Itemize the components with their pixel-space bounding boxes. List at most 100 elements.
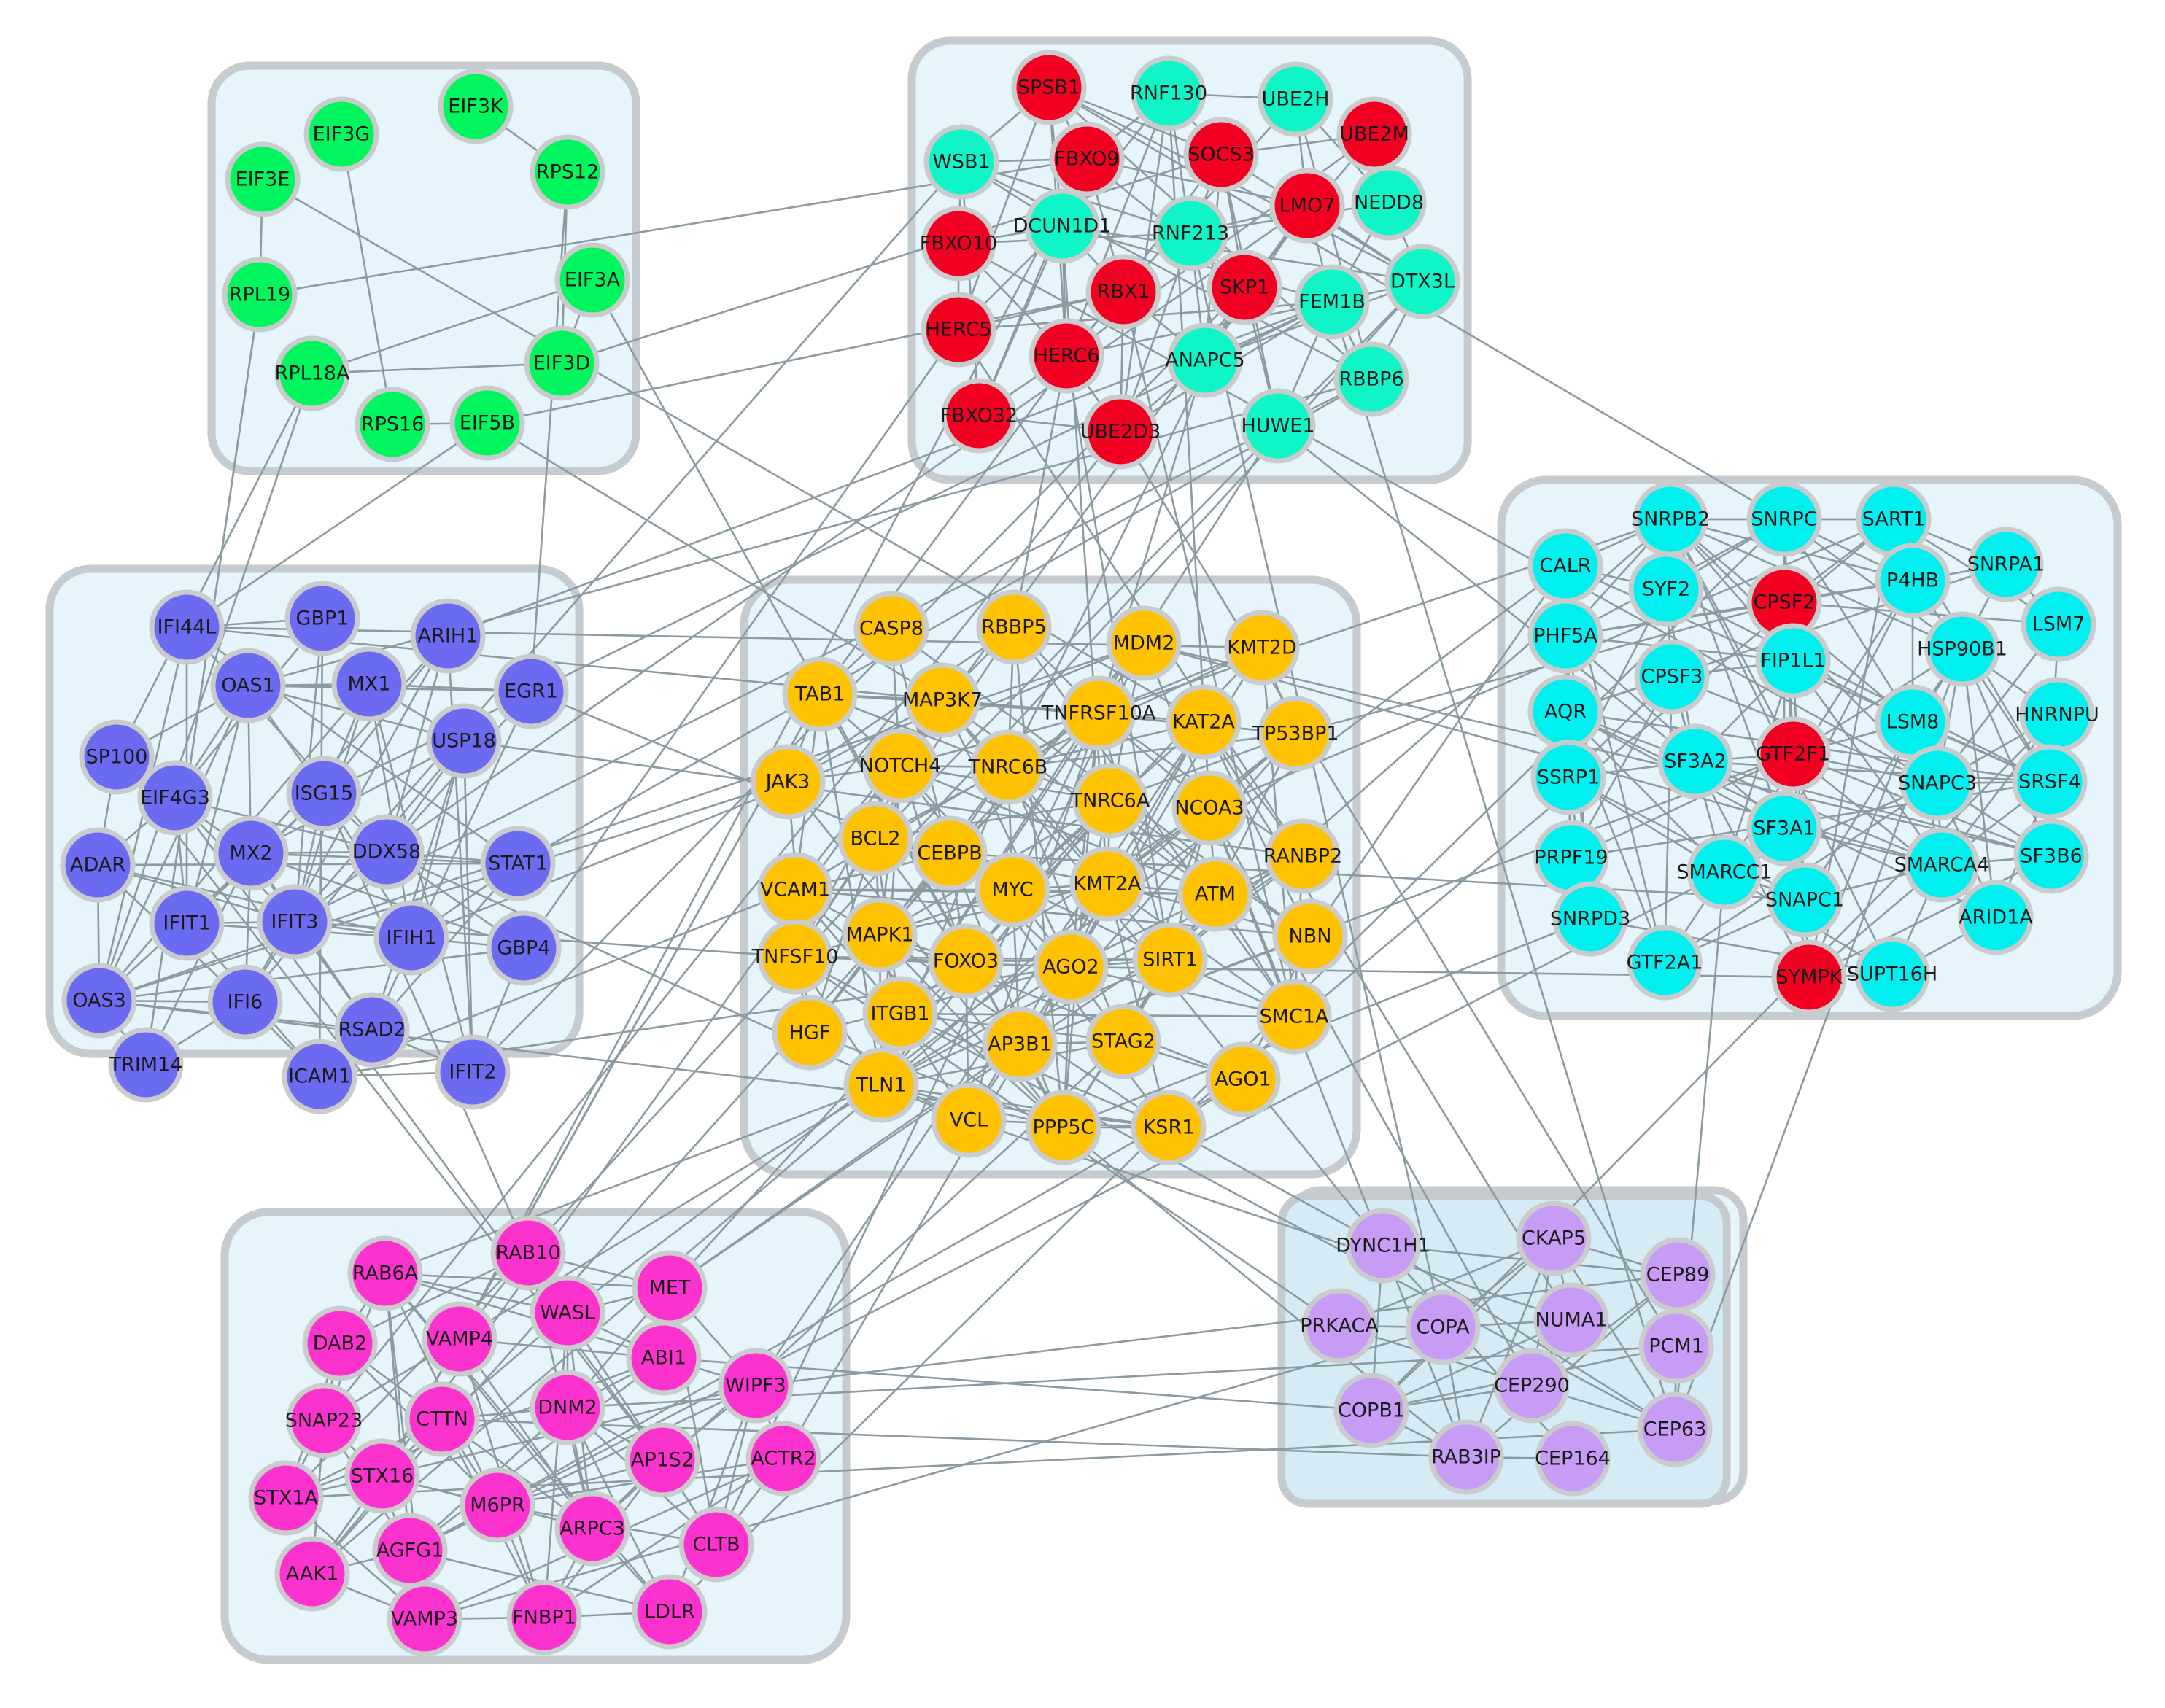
node-circle[interactable] xyxy=(970,729,1046,805)
node-smarca4[interactable]: SMARCA4 xyxy=(1894,827,1990,903)
node-isg15[interactable]: ISG15 xyxy=(286,756,362,831)
node-fem1b[interactable]: FEM1B xyxy=(1294,264,1370,340)
node-icam1[interactable]: ICAM1 xyxy=(282,1039,357,1114)
node-circle[interactable] xyxy=(1494,1348,1570,1424)
node-circle[interactable] xyxy=(1207,249,1282,325)
node-rbbp5[interactable]: RBBP5 xyxy=(976,589,1052,665)
node-itgb1[interactable]: ITGB1 xyxy=(862,976,938,1052)
node-rbbp6[interactable]: RBBP6 xyxy=(1333,341,1409,417)
node-circle[interactable] xyxy=(1106,605,1182,681)
node-circle[interactable] xyxy=(1011,50,1087,125)
node-circle[interactable] xyxy=(750,744,826,820)
node-circle[interactable] xyxy=(1166,684,1242,760)
node-circle[interactable] xyxy=(486,910,562,986)
node-dab2[interactable]: DAB2 xyxy=(302,1305,378,1381)
node-mx1[interactable]: MX1 xyxy=(331,646,407,722)
node-circle[interactable] xyxy=(1405,1289,1481,1365)
node-circle[interactable] xyxy=(449,385,525,461)
node-circle[interactable] xyxy=(678,1507,754,1583)
node-cep63[interactable]: CEP63 xyxy=(1637,1391,1713,1467)
node-gtf2f1[interactable]: GTF2F1 xyxy=(1755,716,1831,792)
node-circle[interactable] xyxy=(426,703,502,779)
node-circle[interactable] xyxy=(1345,1208,1421,1284)
node-copb1[interactable]: COPB1 xyxy=(1333,1373,1409,1448)
node-notch4[interactable]: NOTCH4 xyxy=(859,728,942,804)
node-circle[interactable] xyxy=(149,589,225,665)
node-fip1l1[interactable]: FIP1L1 xyxy=(1755,623,1831,699)
node-numa1[interactable]: NUMA1 xyxy=(1533,1282,1609,1358)
node-ksr1[interactable]: KSR1 xyxy=(1131,1090,1207,1165)
node-atm[interactable]: ATM xyxy=(1177,856,1253,932)
node-stx1a[interactable]: STX1A xyxy=(248,1460,324,1536)
node-skp1[interactable]: SKP1 xyxy=(1207,249,1282,325)
node-huwe1[interactable]: HUWE1 xyxy=(1240,388,1316,464)
node-circle[interactable] xyxy=(862,728,938,804)
node-snrpa1[interactable]: SNRPA1 xyxy=(1967,527,2045,602)
node-tnfrsf10a[interactable]: TNFRSF10A xyxy=(1041,675,1156,751)
node-ifi44l[interactable]: IFI44L xyxy=(149,589,225,665)
node-rpl18a[interactable]: RPL18A xyxy=(274,335,350,411)
node-gtf2a1[interactable]: GTF2A1 xyxy=(1627,925,1703,1001)
node-circle[interactable] xyxy=(137,760,213,836)
node-stat1[interactable]: STAT1 xyxy=(480,826,556,901)
node-circle[interactable] xyxy=(626,1320,702,1396)
node-circle[interactable] xyxy=(1258,696,1333,772)
node-circle[interactable] xyxy=(248,1460,324,1536)
node-circle[interactable] xyxy=(2013,818,2089,894)
node-oas1[interactable]: OAS1 xyxy=(210,648,286,723)
node-casp8[interactable]: CASP8 xyxy=(853,591,929,667)
node-vcam1[interactable]: VCAM1 xyxy=(757,852,833,928)
node-ifih1[interactable]: IFIH1 xyxy=(373,900,449,976)
node-circle[interactable] xyxy=(1171,770,1247,846)
node-circle[interactable] xyxy=(554,242,630,318)
node-circle[interactable] xyxy=(480,826,556,901)
node-circle[interactable] xyxy=(782,656,858,732)
node-socs3[interactable]: SOCS3 xyxy=(1183,117,1259,193)
node-nbn[interactable]: NBN xyxy=(1272,898,1348,974)
node-circle[interactable] xyxy=(1924,611,2000,687)
node-circle[interactable] xyxy=(1516,1200,1592,1276)
node-eif3g[interactable]: EIF3G xyxy=(303,96,379,172)
node-circle[interactable] xyxy=(1167,322,1243,398)
node-actr2[interactable]: ACTR2 xyxy=(745,1421,821,1497)
node-circle[interactable] xyxy=(225,141,301,217)
node-wasl[interactable]: WASL xyxy=(530,1275,605,1351)
node-prpf19[interactable]: PRPF19 xyxy=(1533,820,1609,896)
node-met[interactable]: MET xyxy=(632,1250,708,1326)
node-circle[interactable] xyxy=(387,1581,462,1657)
node-ckap5[interactable]: CKAP5 xyxy=(1516,1200,1592,1276)
node-circle[interactable] xyxy=(1530,740,1606,815)
node-circle[interactable] xyxy=(941,378,1017,454)
node-tnrc6b[interactable]: TNRC6B xyxy=(968,729,1048,805)
node-eif3k[interactable]: EIF3K xyxy=(438,69,514,144)
node-dcun1d1[interactable]: DCUN1D1 xyxy=(1013,188,1112,264)
node-circle[interactable] xyxy=(1746,791,1822,866)
node-circle[interactable] xyxy=(982,1006,1058,1082)
node-circle[interactable] xyxy=(1085,1004,1161,1079)
node-vamp3[interactable]: VAMP3 xyxy=(387,1581,462,1657)
node-circle[interactable] xyxy=(331,646,407,722)
node-circle[interactable] xyxy=(554,1491,630,1567)
node-circle[interactable] xyxy=(1224,610,1300,686)
node-cep164[interactable]: CEP164 xyxy=(1535,1421,1611,1497)
node-ap3b1[interactable]: AP3B1 xyxy=(982,1006,1058,1082)
node-dync1h1[interactable]: DYNC1H1 xyxy=(1336,1208,1430,1284)
node-circle[interactable] xyxy=(410,598,486,674)
node-tnfsf10[interactable]: TNFSF10 xyxy=(751,919,839,995)
node-circle[interactable] xyxy=(530,134,605,210)
node-circle[interactable] xyxy=(302,1305,378,1381)
node-snap23[interactable]: SNAP23 xyxy=(285,1383,363,1459)
node-circle[interactable] xyxy=(493,653,569,729)
node-circle[interactable] xyxy=(1755,716,1831,792)
node-circle[interactable] xyxy=(1256,979,1332,1055)
node-tln1[interactable]: TLN1 xyxy=(843,1047,919,1123)
node-circle[interactable] xyxy=(843,1047,919,1123)
node-snapc3[interactable]: SNAPC3 xyxy=(1898,745,1977,821)
node-sp100[interactable]: SP100 xyxy=(79,719,155,795)
node-circle[interactable] xyxy=(1033,929,1109,1005)
node-circle[interactable] xyxy=(1029,318,1104,394)
node-eif3e[interactable]: EIF3E xyxy=(225,141,301,217)
node-circle[interactable] xyxy=(222,257,298,333)
node-circle[interactable] xyxy=(1628,551,1704,627)
node-circle[interactable] xyxy=(928,923,1004,999)
